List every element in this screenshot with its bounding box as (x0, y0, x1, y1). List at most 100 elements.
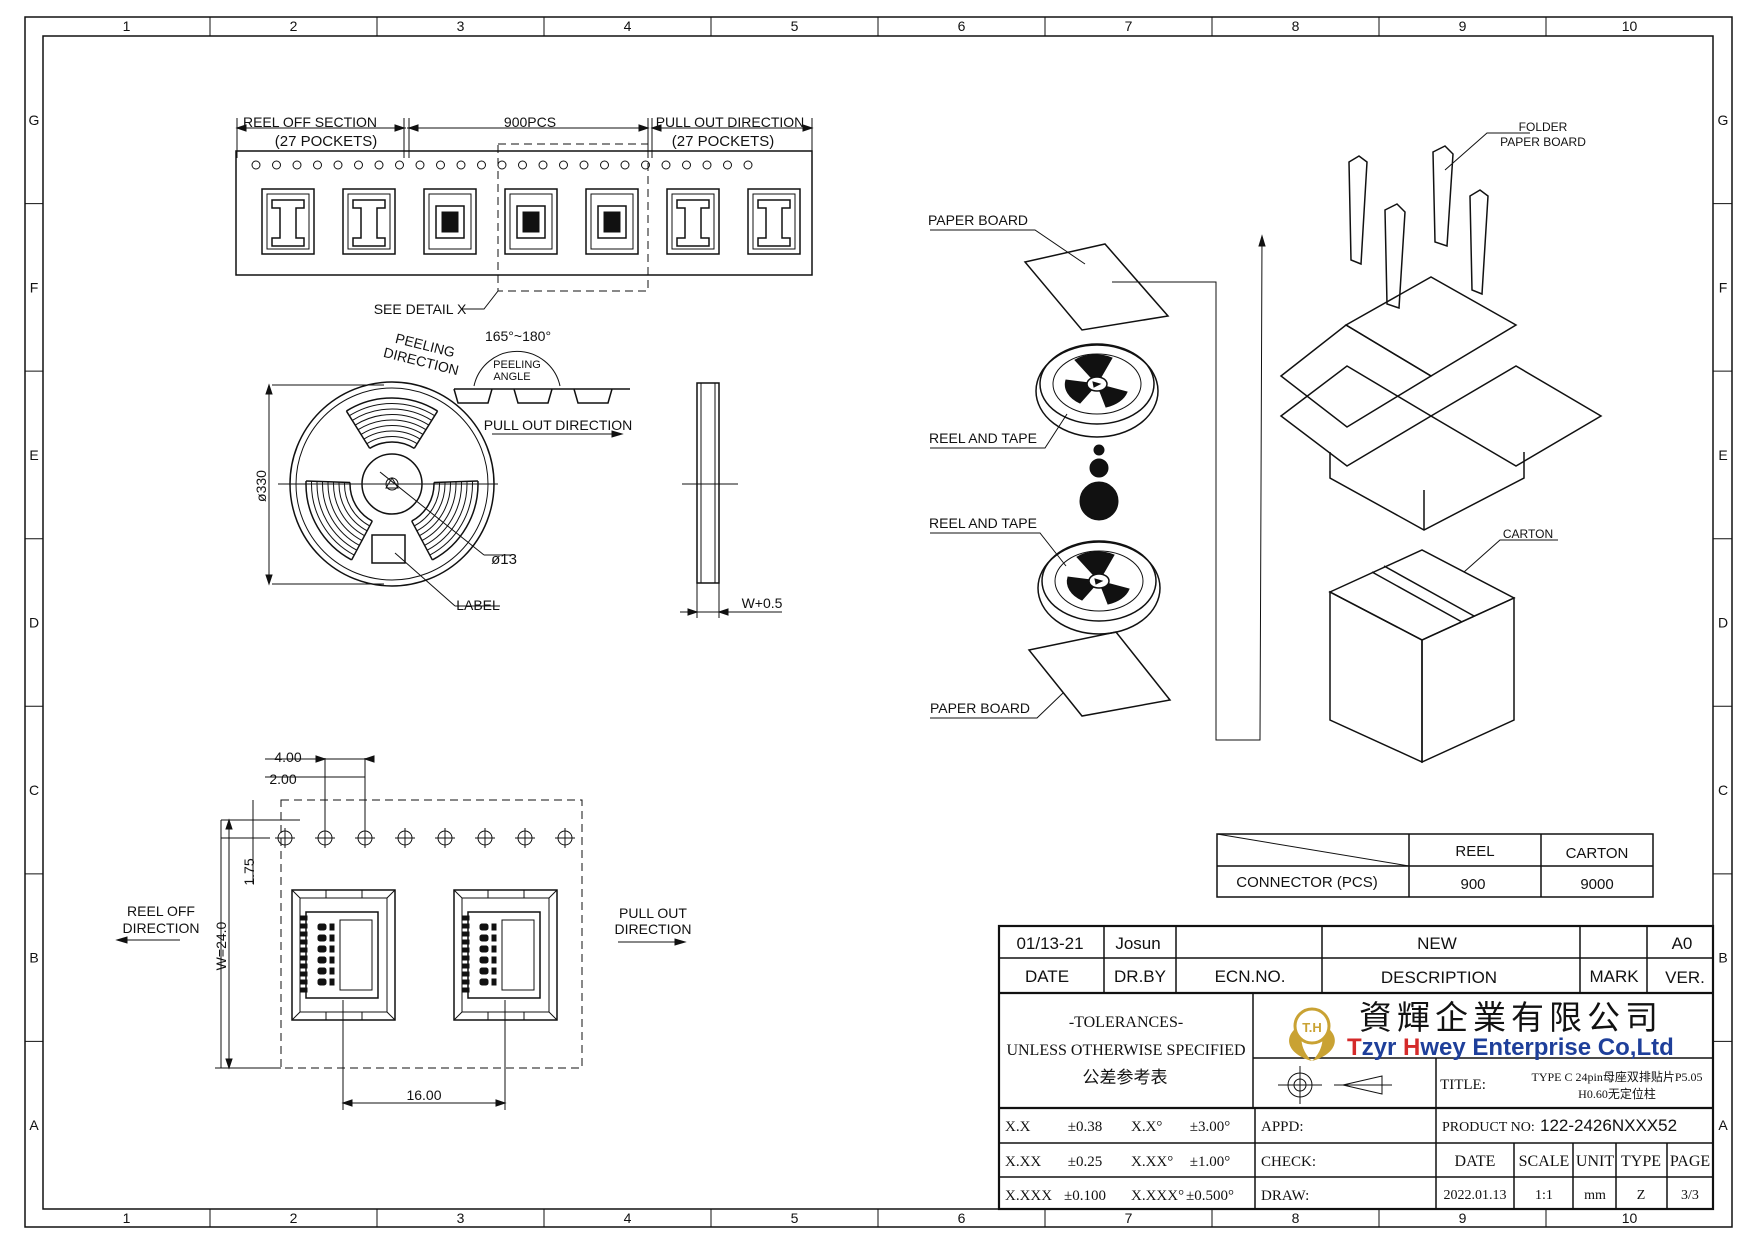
company-en-1: zyr (1362, 1034, 1403, 1061)
reel-iso-2 (1037, 540, 1161, 635)
reel-side-view: W+0.5 (680, 382, 783, 618)
frame-col-label: 4 (624, 18, 632, 34)
sprocket-hole (415, 160, 425, 170)
header-description: DESCRIPTION (1381, 968, 1497, 987)
sprocket-hole (456, 160, 466, 170)
frame-col-label: 6 (958, 1210, 966, 1226)
hub-diameter-label: ø13 (491, 551, 517, 568)
sprocket-hole (661, 160, 671, 170)
sprocket-hole (251, 160, 261, 170)
company-en-h: H (1403, 1034, 1420, 1061)
pull-out-pockets-label: (27 POCKETS) (672, 133, 775, 150)
frame-row-label: C (29, 782, 39, 798)
sprocket-hole (354, 160, 363, 170)
reel-off-direction-label-1: REEL OFF (127, 903, 195, 919)
frame-col-label: 10 (1622, 1210, 1638, 1226)
frame-col-label: 2 (290, 1210, 298, 1226)
sprocket-hole (313, 160, 322, 170)
footer-scale-value: 1:1 (1535, 1188, 1553, 1203)
tolerance-cell: ±0.100 (1064, 1188, 1106, 1204)
tolerance-cell: X.X° (1131, 1119, 1162, 1135)
peeling-angle-label-2: ANGLE (493, 371, 530, 383)
sprocket-hole (702, 160, 712, 170)
frame-col-label: 3 (457, 1210, 465, 1226)
title-line-1: TYPE C 24pin母座双排贴片P5.05 (1531, 1069, 1702, 1084)
sprocket-hole (333, 160, 343, 170)
frame-col-label: 9 (1459, 18, 1467, 34)
peeling-angle-label-1: PEELING (493, 359, 541, 371)
company-en-t: T (1347, 1034, 1362, 1061)
frame-col-label: 1 (123, 1210, 131, 1226)
frame-row-label: F (1719, 279, 1728, 295)
paper-board-top-label: PAPER BOARD (928, 212, 1028, 228)
footer-scale-header: SCALE (1519, 1153, 1570, 1170)
title-label: TITLE: (1440, 1077, 1486, 1093)
quantity-table: REEL CARTON CONNECTOR (PCS) 900 9000 (1216, 833, 1654, 898)
frame-row-label: E (29, 447, 38, 463)
company-logo: T.H (1289, 1007, 1335, 1061)
sprocket-hole (477, 160, 486, 170)
reel-off-direction-label-2: DIRECTION (123, 920, 200, 936)
frame-row-label: B (29, 950, 38, 966)
reel-and-tape-label-2: REEL AND TAPE (929, 515, 1037, 531)
reel-iso-1 (1035, 343, 1159, 438)
rev-description: NEW (1417, 934, 1457, 953)
sprocket-hole (272, 160, 281, 170)
reel-pull-out-direction-label: PULL OUT DIRECTION (484, 417, 633, 433)
tape-width-dim: W=24.0 (213, 921, 229, 970)
sprocket-hole (620, 160, 630, 170)
frame-col-label: 8 (1292, 18, 1300, 34)
projection-symbol (1278, 1066, 1392, 1104)
tolerance-cell: X.XX (1005, 1154, 1041, 1170)
tolerance-cell: X.XXX (1005, 1188, 1052, 1204)
pull-out-direction-label-1: PULL OUT (619, 905, 687, 921)
frame-col-label: 3 (457, 18, 465, 34)
frame-row-label: G (1718, 112, 1729, 128)
tolerance-unless: UNLESS OTHERWISE SPECIFIED (1006, 1042, 1245, 1059)
frame-col-label: 7 (1125, 18, 1133, 34)
paper-board-bottom-label: PAPER BOARD (930, 700, 1030, 716)
sprocket-hole (723, 160, 732, 170)
product-no-label: PRODUCT NO: (1442, 1120, 1535, 1135)
rev-date: 01/13-21 (1016, 934, 1083, 953)
logo-text: T.H (1302, 1020, 1322, 1035)
sprocket-hole (743, 160, 753, 170)
qty-col-carton: CARTON (1566, 845, 1629, 862)
frame-col-label: 5 (791, 18, 799, 34)
company-name-en: Tzyr Hwey Enterprise Co,Ltd (1347, 1034, 1674, 1061)
sprocket-hole (559, 160, 568, 170)
carton-open-box (1279, 276, 1603, 531)
product-no-value: 122-2426NXXX52 (1540, 1116, 1677, 1135)
header-ecn: ECN.NO. (1215, 967, 1286, 986)
reel-off-section-label: REEL OFF SECTION (243, 114, 377, 130)
title-block: 01/13-21 Josun NEW A0 DATE DR.BY ECN.NO.… (997, 924, 1715, 1211)
folder-label-1: FOLDER (1519, 120, 1568, 134)
frame-row-label: E (1718, 447, 1727, 463)
packing-exploded-view: PAPER BOARD REEL AND TAPE REEL AND TAPE (928, 120, 1603, 764)
frame-col-label: 1 (123, 18, 131, 34)
frame-col-label: 9 (1459, 1210, 1467, 1226)
footer-unit-header: UNIT (1576, 1153, 1614, 1170)
footer-page-header: PAGE (1670, 1153, 1710, 1170)
reel-front-view: ø13 LABEL ø330 165°~180° PEELING ANGLE P… (253, 328, 632, 613)
frame-row-label: F (30, 279, 39, 295)
reel-off-pockets-label: (27 POCKETS) (275, 133, 378, 150)
pull-out-direction-label: PULL OUT DIRECTION (656, 114, 805, 130)
carrier-tape-overview: REEL OFF SECTION (27 POCKETS) 900PCS PUL… (235, 114, 814, 317)
sprocket-hole (641, 160, 650, 170)
qty-carton-value: 9000 (1580, 876, 1613, 893)
tape-pocket (423, 188, 477, 255)
footer-date-header: DATE (1455, 1153, 1496, 1170)
company-en-2: wey Enterprise Co,Ltd (1419, 1034, 1673, 1061)
tape-pocket (261, 188, 315, 255)
tolerance-cell: ±0.500° (1186, 1188, 1234, 1204)
header-version: VER. (1665, 968, 1705, 987)
sprocket-hole (518, 160, 527, 170)
hole-offset-dim: 1.75 (241, 858, 257, 885)
sprocket-hole (538, 160, 548, 170)
footer-date-value: 2022.01.13 (1444, 1188, 1507, 1203)
half-pitch-dim: 2.00 (269, 771, 296, 787)
pocket-pitch-dim: 16.00 (406, 1087, 441, 1103)
